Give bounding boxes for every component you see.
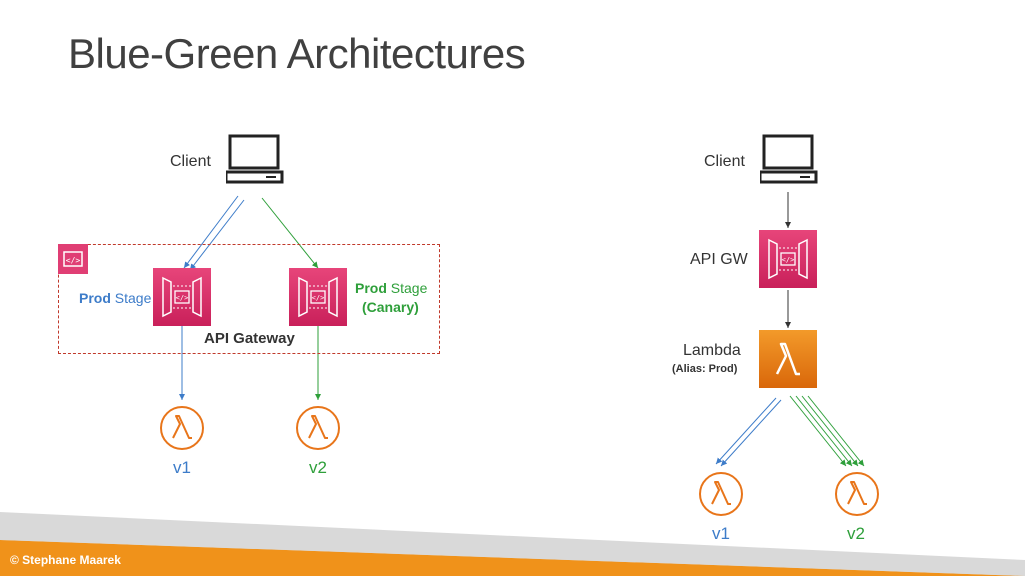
canary-label: (Canary) [362, 299, 419, 315]
alias-label: (Alias: Prod) [672, 363, 738, 375]
api-gateway-icon: </> [289, 268, 347, 326]
left-client-label: Client [170, 153, 211, 170]
right-v1-label: v1 [712, 524, 730, 543]
prod-stage-bold: Prod [79, 290, 111, 306]
svg-text:</>: </> [176, 294, 189, 302]
left-v2-label: v2 [309, 458, 327, 477]
lambda-icon [835, 472, 879, 516]
api-gateway-label: API Gateway [204, 330, 295, 347]
svg-text:</>: </> [66, 256, 81, 265]
page-title: Blue-Green Architectures [68, 30, 526, 77]
copyright-footer: © Stephane Maarek [10, 553, 121, 567]
canary-stage-bold: Prod [355, 280, 387, 296]
svg-text:</>: </> [312, 294, 325, 302]
api-gateway-icon: </> [759, 230, 817, 288]
lambda-label: Lambda [683, 342, 741, 359]
prod-stage-rest: Stage [110, 290, 152, 306]
lambda-icon [759, 330, 817, 388]
computer-icon [226, 134, 284, 184]
right-v2-label: v2 [847, 524, 865, 543]
lambda-icon [296, 406, 340, 450]
prod-stage-label: Prod Stage [79, 290, 151, 306]
api-gw-label: API GW [690, 251, 748, 268]
api-gateway-icon: </> [153, 268, 211, 326]
canary-stage-label: Prod Stage [355, 280, 427, 296]
api-gateway-icon: </> [58, 244, 88, 274]
canary-stage-rest: Stage [386, 280, 428, 296]
lambda-icon [699, 472, 743, 516]
api-gateway-container [58, 244, 440, 354]
right-client-label: Client [704, 153, 745, 170]
svg-text:</>: </> [782, 256, 795, 264]
lambda-icon [160, 406, 204, 450]
computer-icon [760, 134, 818, 184]
left-v1-label: v1 [173, 458, 191, 477]
